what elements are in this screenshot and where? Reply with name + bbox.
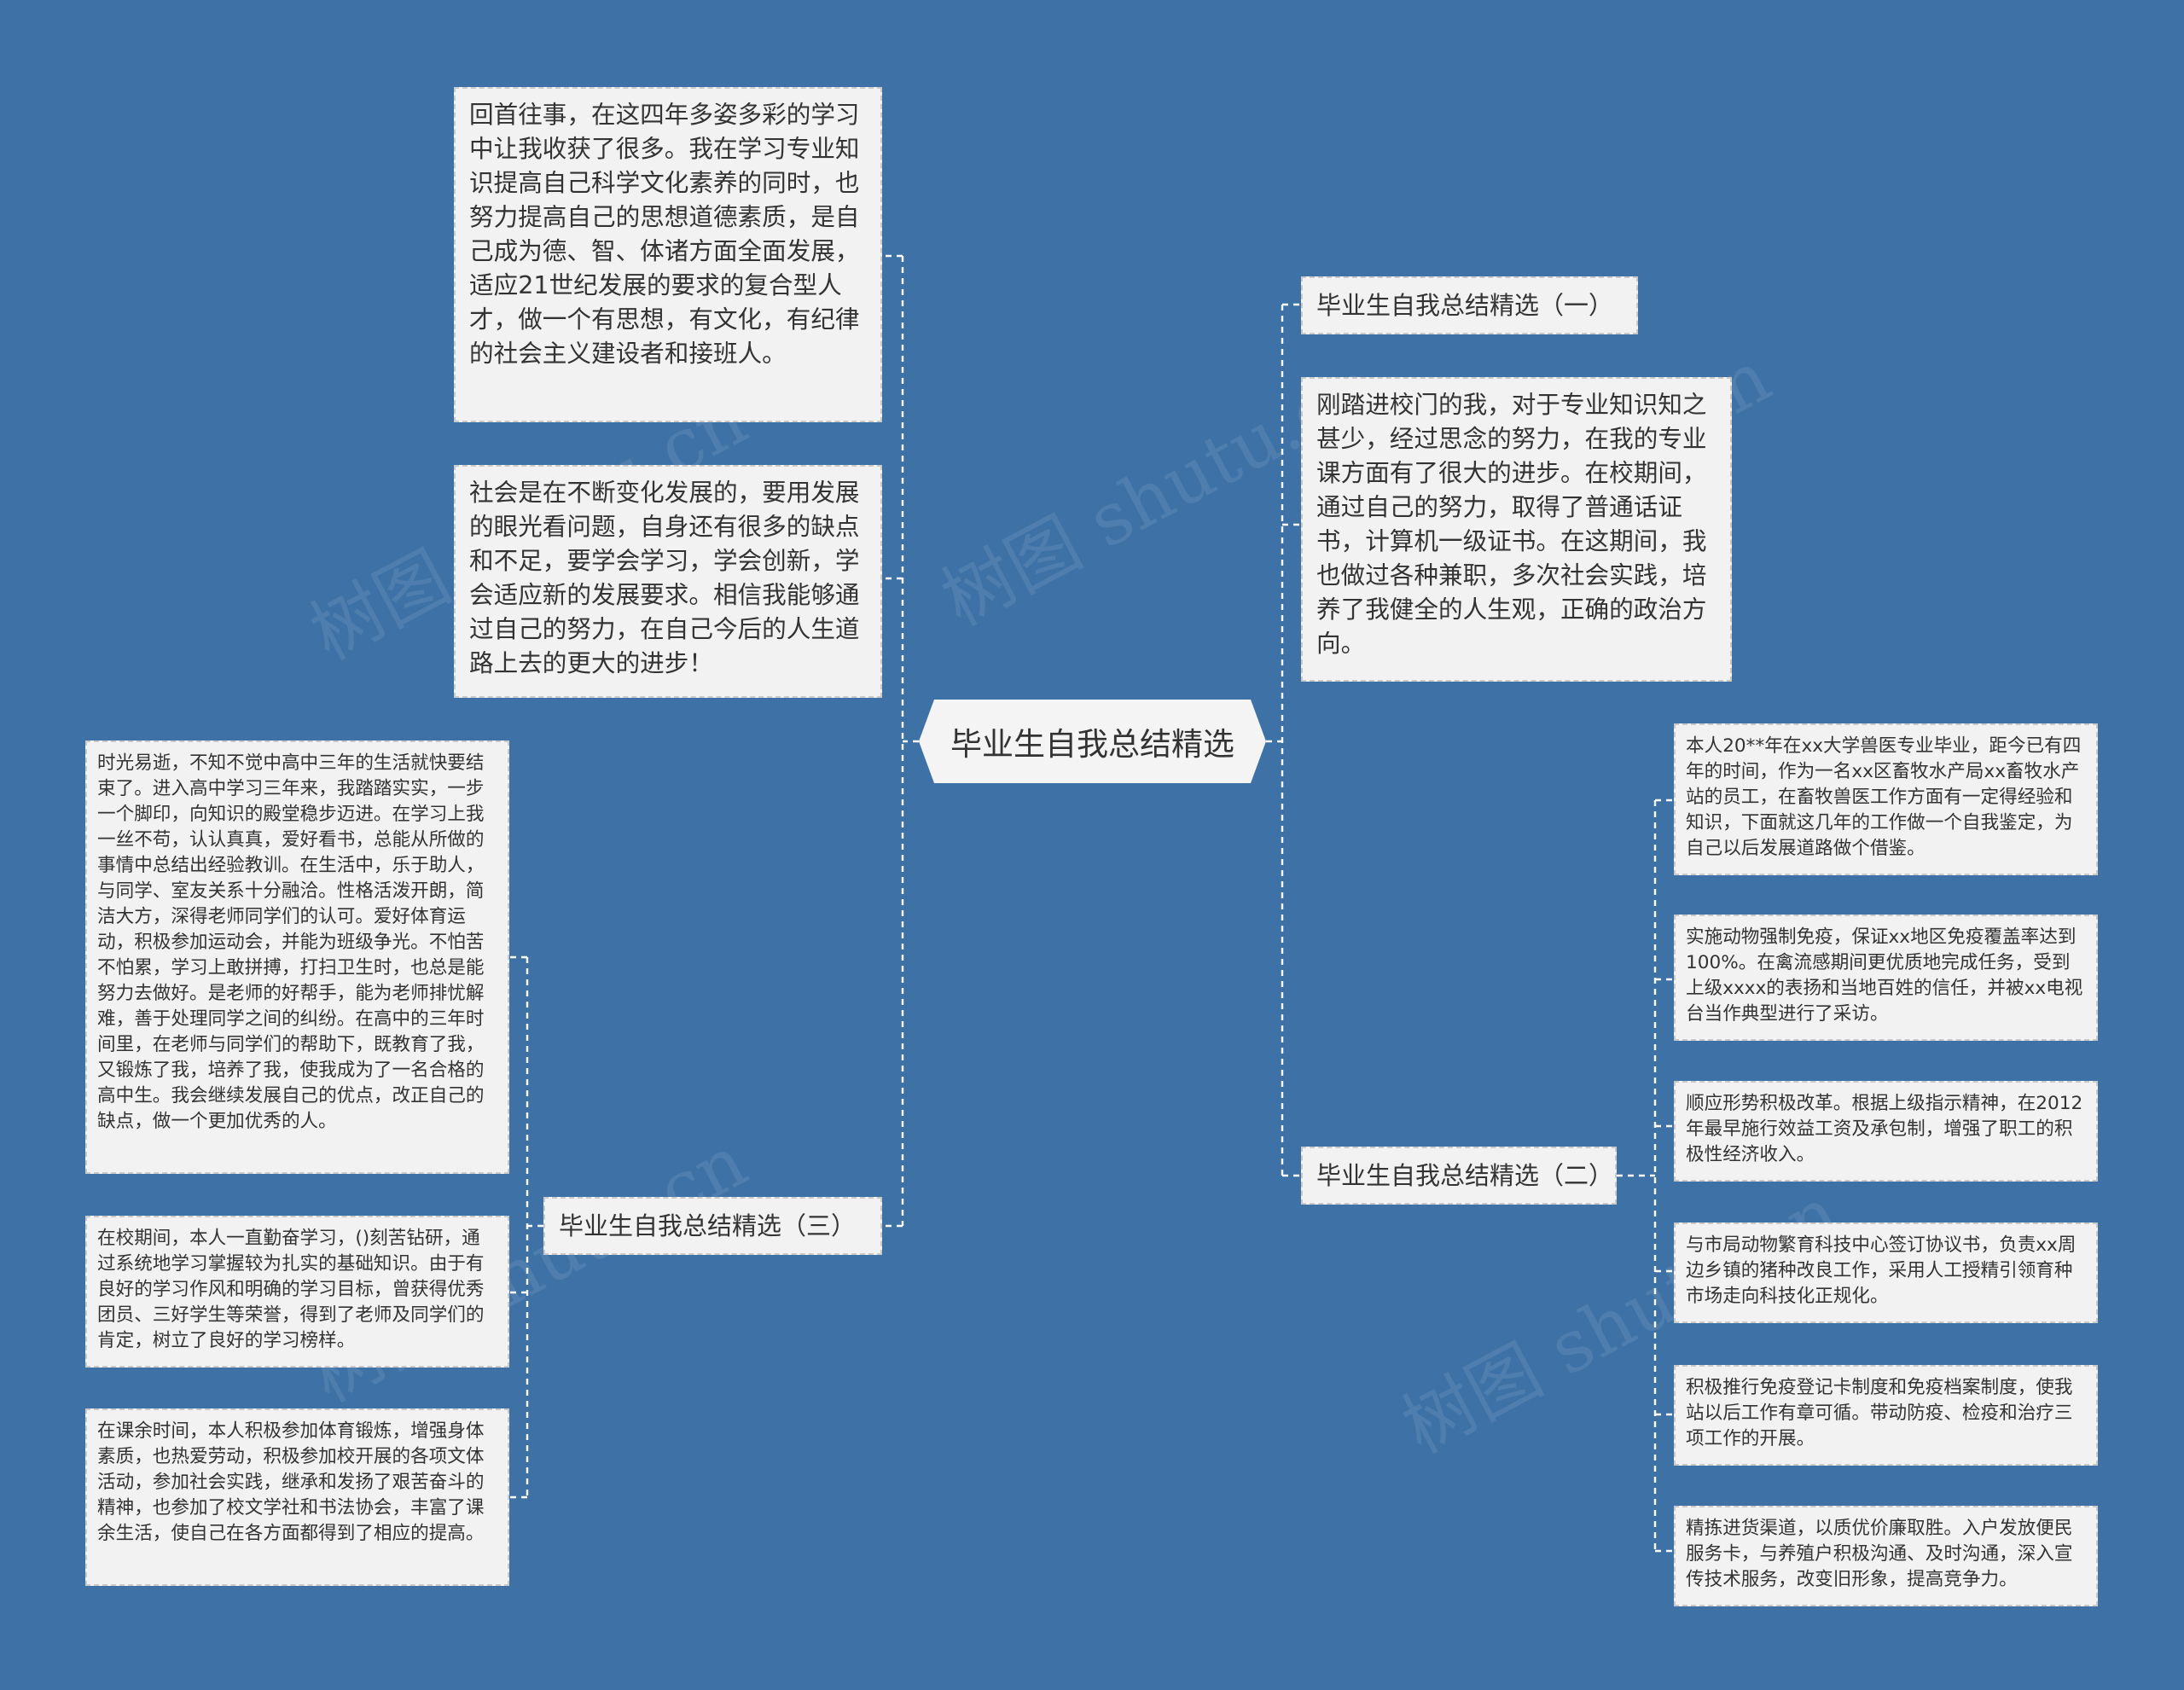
branch3-item-3[interactable]: 在课余时间，本人积极参加体育锻炼，增强身体素质，也热爱劳动，积极参加校开展的各项… [85, 1408, 509, 1586]
branch2-node[interactable]: 毕业生自我总结精选（二） [1301, 1147, 1617, 1205]
branch2-item-1[interactable]: 本人20**年在xx大学兽医专业毕业，距今已有四年的时间，作为一名xx区畜牧水产… [1674, 723, 2098, 875]
branch1-node[interactable]: 毕业生自我总结精选（一） [1301, 276, 1638, 334]
branch2-item-3[interactable]: 顺应形势积极改革。根据上级指示精神，在2012年最早施行效益工资及承包制，增强了… [1674, 1081, 2098, 1182]
branch3-item-2[interactable]: 在校期间，本人一直勤奋学习，()刻苦钻研，通过系统地学习掌握较为扎实的基础知识。… [85, 1216, 509, 1368]
root-node[interactable]: 毕业生自我总结精选 [919, 700, 1266, 783]
left-note-2[interactable]: 社会是在不断变化发展的，要用发展的眼光看问题，自身还有很多的缺点和不足，要学会学… [454, 465, 882, 698]
branch2-item-4[interactable]: 与市局动物繁育科技中心签订协议书，负责xx周边乡镇的猪种改良工作，采用人工授精引… [1674, 1222, 2098, 1323]
branch2-item-2[interactable]: 实施动物强制免疫，保证xx地区免疫覆盖率达到100%。在禽流感期间更优质地完成任… [1674, 915, 2098, 1041]
branch3-node[interactable]: 毕业生自我总结精选（三） [543, 1197, 882, 1255]
branch3-item-1[interactable]: 时光易逝，不知不觉中高中三年的生活就快要结束了。进入高中学习三年来，我踏踏实实，… [85, 740, 509, 1174]
branch1-note[interactable]: 刚踏进校门的我，对于专业知识知之甚少，经过思念的努力，在我的专业课方面有了很大的… [1301, 377, 1732, 682]
left-note-1[interactable]: 回首往事，在这四年多姿多彩的学习中让我收获了很多。我在学习专业知识提高自己科学文… [454, 87, 882, 422]
branch2-item-6[interactable]: 精拣进货渠道，以质优价廉取胜。入户发放便民服务卡，与养殖户积极沟通、及时沟通，深… [1674, 1506, 2098, 1606]
branch2-item-5[interactable]: 积极推行免疫登记卡制度和免疫档案制度，使我站以后工作有章可循。带动防疫、检疫和治… [1674, 1365, 2098, 1466]
